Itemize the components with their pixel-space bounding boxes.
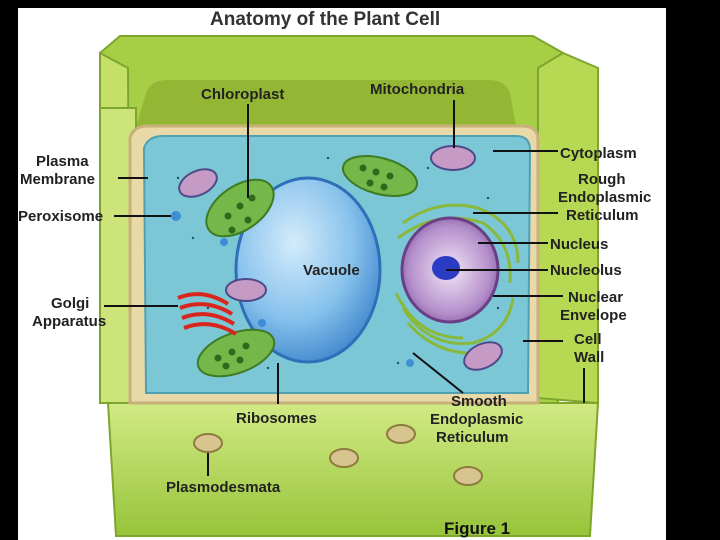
diagram-title: Anatomy of the Plant Cell <box>210 9 440 30</box>
label-smooth-er-2: Endoplasmic <box>430 411 523 428</box>
label-cell-wall-2: Wall <box>574 349 604 366</box>
label-golgi-2: Apparatus <box>32 313 106 330</box>
label-plasma-membrane-1: Plasma <box>36 153 89 170</box>
label-peroxisome: Peroxisome <box>18 208 103 225</box>
mitochondria <box>178 145 503 371</box>
label-chloroplast: Chloroplast <box>201 86 284 103</box>
leader-lines <box>104 100 585 476</box>
labels: Chloroplast Mitochondria Plasma Membrane… <box>18 81 651 496</box>
label-vacuole: Vacuole <box>303 262 360 279</box>
nucleolus <box>432 256 460 280</box>
label-cytoplasm: Cytoplasm <box>560 145 637 162</box>
label-cell-wall-1: Cell <box>574 331 602 348</box>
golgi-apparatus <box>177 292 238 336</box>
slide: Anatomy of the Plant Cell <box>18 8 666 540</box>
rough-er <box>394 203 520 356</box>
label-plasma-membrane-2: Membrane <box>20 171 95 188</box>
label-rough-er-2: Endoplasmic <box>558 189 651 206</box>
chloroplasts <box>196 155 418 378</box>
label-mitochondria: Mitochondria <box>370 81 465 98</box>
label-golgi-1: Golgi <box>51 295 89 312</box>
label-rough-er-1: Rough <box>578 171 625 188</box>
label-nucleus: Nucleus <box>550 236 608 253</box>
vacuole <box>234 176 382 364</box>
label-plasmodesmata: Plasmodesmata <box>166 479 281 496</box>
peroxisomes <box>171 211 414 367</box>
figure-caption: Figure 1 <box>444 519 510 538</box>
label-rough-er-3: Reticulum <box>566 207 639 224</box>
plasmodesmata <box>193 424 483 486</box>
label-nuclear-envelope-1: Nuclear <box>568 289 623 306</box>
label-smooth-er-3: Reticulum <box>436 429 509 446</box>
label-nucleolus: Nucleolus <box>550 262 622 279</box>
label-smooth-er-1: Smooth <box>451 393 507 410</box>
label-nuclear-envelope-2: Envelope <box>560 307 627 324</box>
label-ribosomes: Ribosomes <box>236 410 317 427</box>
plant-cell-diagram: Anatomy of the Plant Cell <box>18 9 651 538</box>
